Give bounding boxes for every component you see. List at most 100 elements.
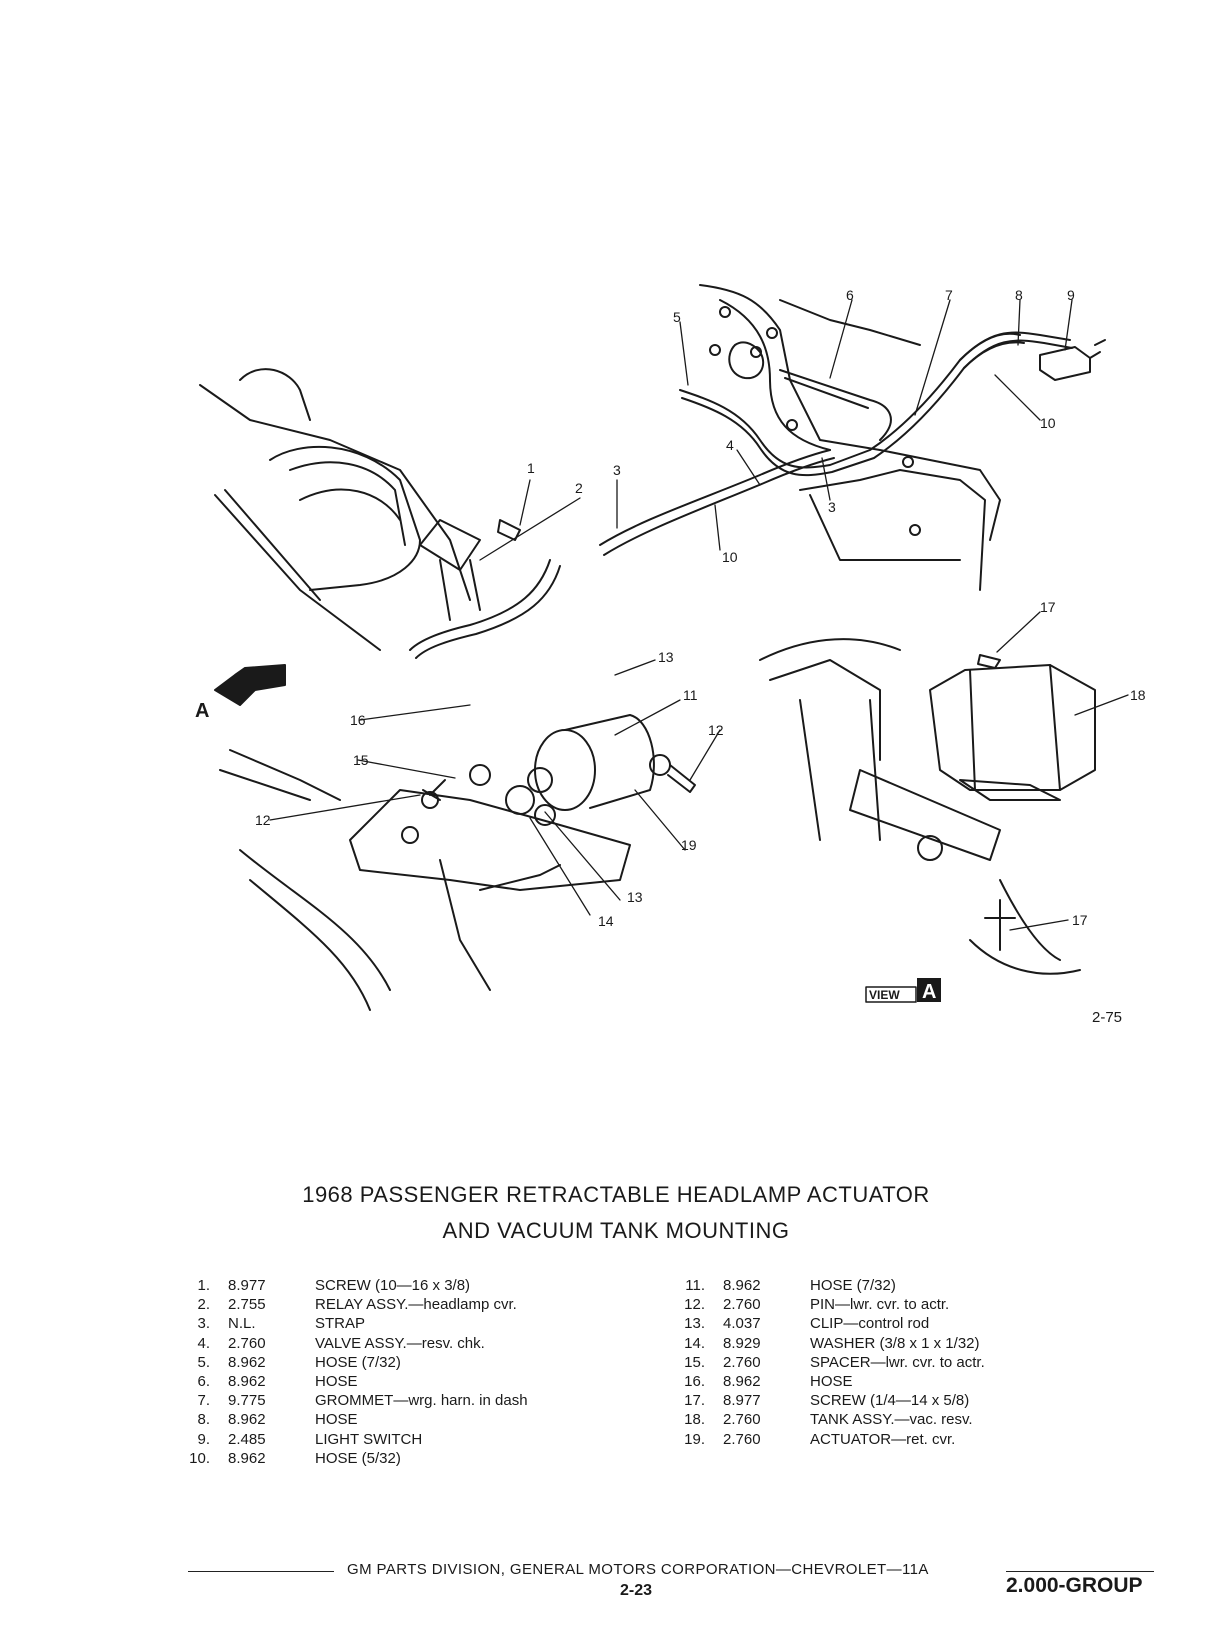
part-description: HOSE (7/32) [315,1353,401,1371]
callout-7: 7 [945,287,953,303]
parts-list-row: 7. 9.775 GROMMET—wrg. harn. in dash [180,1391,528,1410]
callout-11: 11 [683,687,698,703]
part-number: 9. [197,1430,210,1448]
part-number: 16. [684,1372,705,1390]
part-number: 15. [684,1353,705,1371]
part-group-code: 9.775 [228,1392,266,1410]
callout-17b: 17 [1072,912,1088,928]
callout-5: 5 [673,309,681,325]
callout-12b: 12 [255,812,271,828]
part-number: 19. [684,1430,705,1448]
exploded-parts-diagram: A VIEW A 1 2 3 3 4 5 6 7 8 9 10 10 11 [195,284,1146,1011]
parts-list-row: 19. 2.760 ACTUATOR—ret. cvr. [675,1430,985,1449]
callout-9: 9 [1067,287,1075,303]
part-description: GROMMET—wrg. harn. in dash [315,1392,528,1410]
part-group-code: 2.760 [228,1334,266,1352]
firewall-panel [699,284,1001,591]
part-description: HOSE [315,1372,358,1390]
part-group-code: 8.962 [723,1372,761,1390]
callout-19: 19 [681,837,697,853]
part-number: 3. [197,1315,210,1333]
part-number: 14. [684,1334,705,1352]
relay-housing [199,368,481,651]
part-group-code: 8.929 [723,1334,761,1352]
part-description: STRAP [315,1315,366,1333]
callout-8: 8 [1015,287,1023,303]
view-a-label: VIEW A [865,978,941,1003]
part-description: SPACER—lwr. cvr. to actr. [810,1353,985,1371]
callout-4: 4 [726,437,734,453]
parts-list-right: 11. 8.962 HOSE (7/32) 12. 2.760 PIN—lwr. cvr.… [675,1276,985,1449]
page-number: 2-23 [620,1582,653,1599]
group-label: 2.000-GROUP [1006,1574,1143,1597]
part-description: ACTUATOR—ret. cvr. [810,1430,956,1448]
view-a-arrow: A [195,664,286,722]
part-number: 7. [197,1392,210,1410]
part-number: 1. [197,1277,210,1294]
part-number: 2. [197,1296,210,1314]
part-group-code: 2.760 [723,1430,761,1448]
part-number: 18. [684,1411,705,1429]
callout-16: 16 [350,712,366,728]
parts-list-row: 3. N.L. STRAP [180,1314,528,1333]
callout-14: 14 [598,913,614,929]
page-title-line-2: AND VACUUM TANK MOUNTING [442,1218,790,1243]
part-number: 10. [189,1449,210,1467]
callout-6: 6 [846,287,854,303]
part-group-code: 2.755 [228,1296,266,1314]
part-group-code: 8.962 [228,1353,266,1371]
part-description: TANK ASSY.—vac. resv. [810,1411,973,1429]
part-description: HOSE [315,1411,358,1429]
callout-10a: 10 [1040,415,1056,431]
view-label-text: VIEW [869,988,900,1002]
part-number: 8. [197,1411,210,1429]
parts-list-row: 12. 2.760 PIN—lwr. cvr. to actr. [675,1295,985,1314]
part-group-code: 8.962 [228,1449,266,1467]
part-number: 13. [684,1315,705,1333]
part-group-code: N.L. [228,1315,256,1333]
part-group-code: 8.962 [228,1372,266,1390]
part-group-code: 8.962 [228,1411,266,1429]
headlamp-actuator [469,714,696,826]
parts-list-row: 15. 2.760 SPACER—lwr. cvr. to actr. [675,1353,985,1372]
part-group-code: 8.977 [723,1392,761,1410]
callout-10b: 10 [722,549,738,565]
callout-13b: 13 [627,889,643,905]
footer-rule-right [1006,1571,1154,1572]
part-number: 5. [197,1353,210,1371]
part-group-code: 2.760 [723,1296,761,1314]
part-number: 17. [684,1392,705,1410]
part-description: SCREW (1/4—14 x 5/8) [810,1392,970,1410]
parts-list-row: 17. 8.977 SCREW (1/4—14 x 5/8) [675,1391,985,1410]
part-description: WASHER (3/8 x 1 x 1/32) [810,1334,980,1352]
view-label-letter: A [922,981,936,1003]
callout-18: 18 [1130,687,1146,703]
parts-list-row: 13. 4.037 CLIP—control rod [675,1314,985,1333]
part-group-code: 4.037 [723,1315,761,1333]
part-description: PIN—lwr. cvr. to actr. [810,1296,950,1314]
figure-number: 2-75 [1092,1009,1123,1026]
part-group-code: 8.962 [723,1277,761,1294]
part-description: HOSE (7/32) [810,1277,896,1294]
callout-12a: 12 [708,722,724,738]
footer-rule-left [188,1571,334,1572]
page-title-line-1: 1968 PASSENGER RETRACTABLE HEADLAMP ACTU… [302,1182,930,1207]
part-group-code: 2.760 [723,1353,761,1371]
callout-15: 15 [353,752,369,768]
part-number: 12. [684,1296,705,1314]
part-description: SCREW (10—16 x 3/8) [315,1277,471,1294]
part-description: HOSE (5/32) [315,1449,401,1467]
part-number: 6. [197,1372,210,1390]
callout-3a: 3 [613,462,621,478]
lower-linkage [219,749,631,1011]
light-switch [1039,339,1106,381]
part-number: 11. [685,1277,705,1294]
part-description: CLIP—control rod [810,1315,930,1333]
part-description: VALVE ASSY.—resv. chk. [315,1334,485,1352]
